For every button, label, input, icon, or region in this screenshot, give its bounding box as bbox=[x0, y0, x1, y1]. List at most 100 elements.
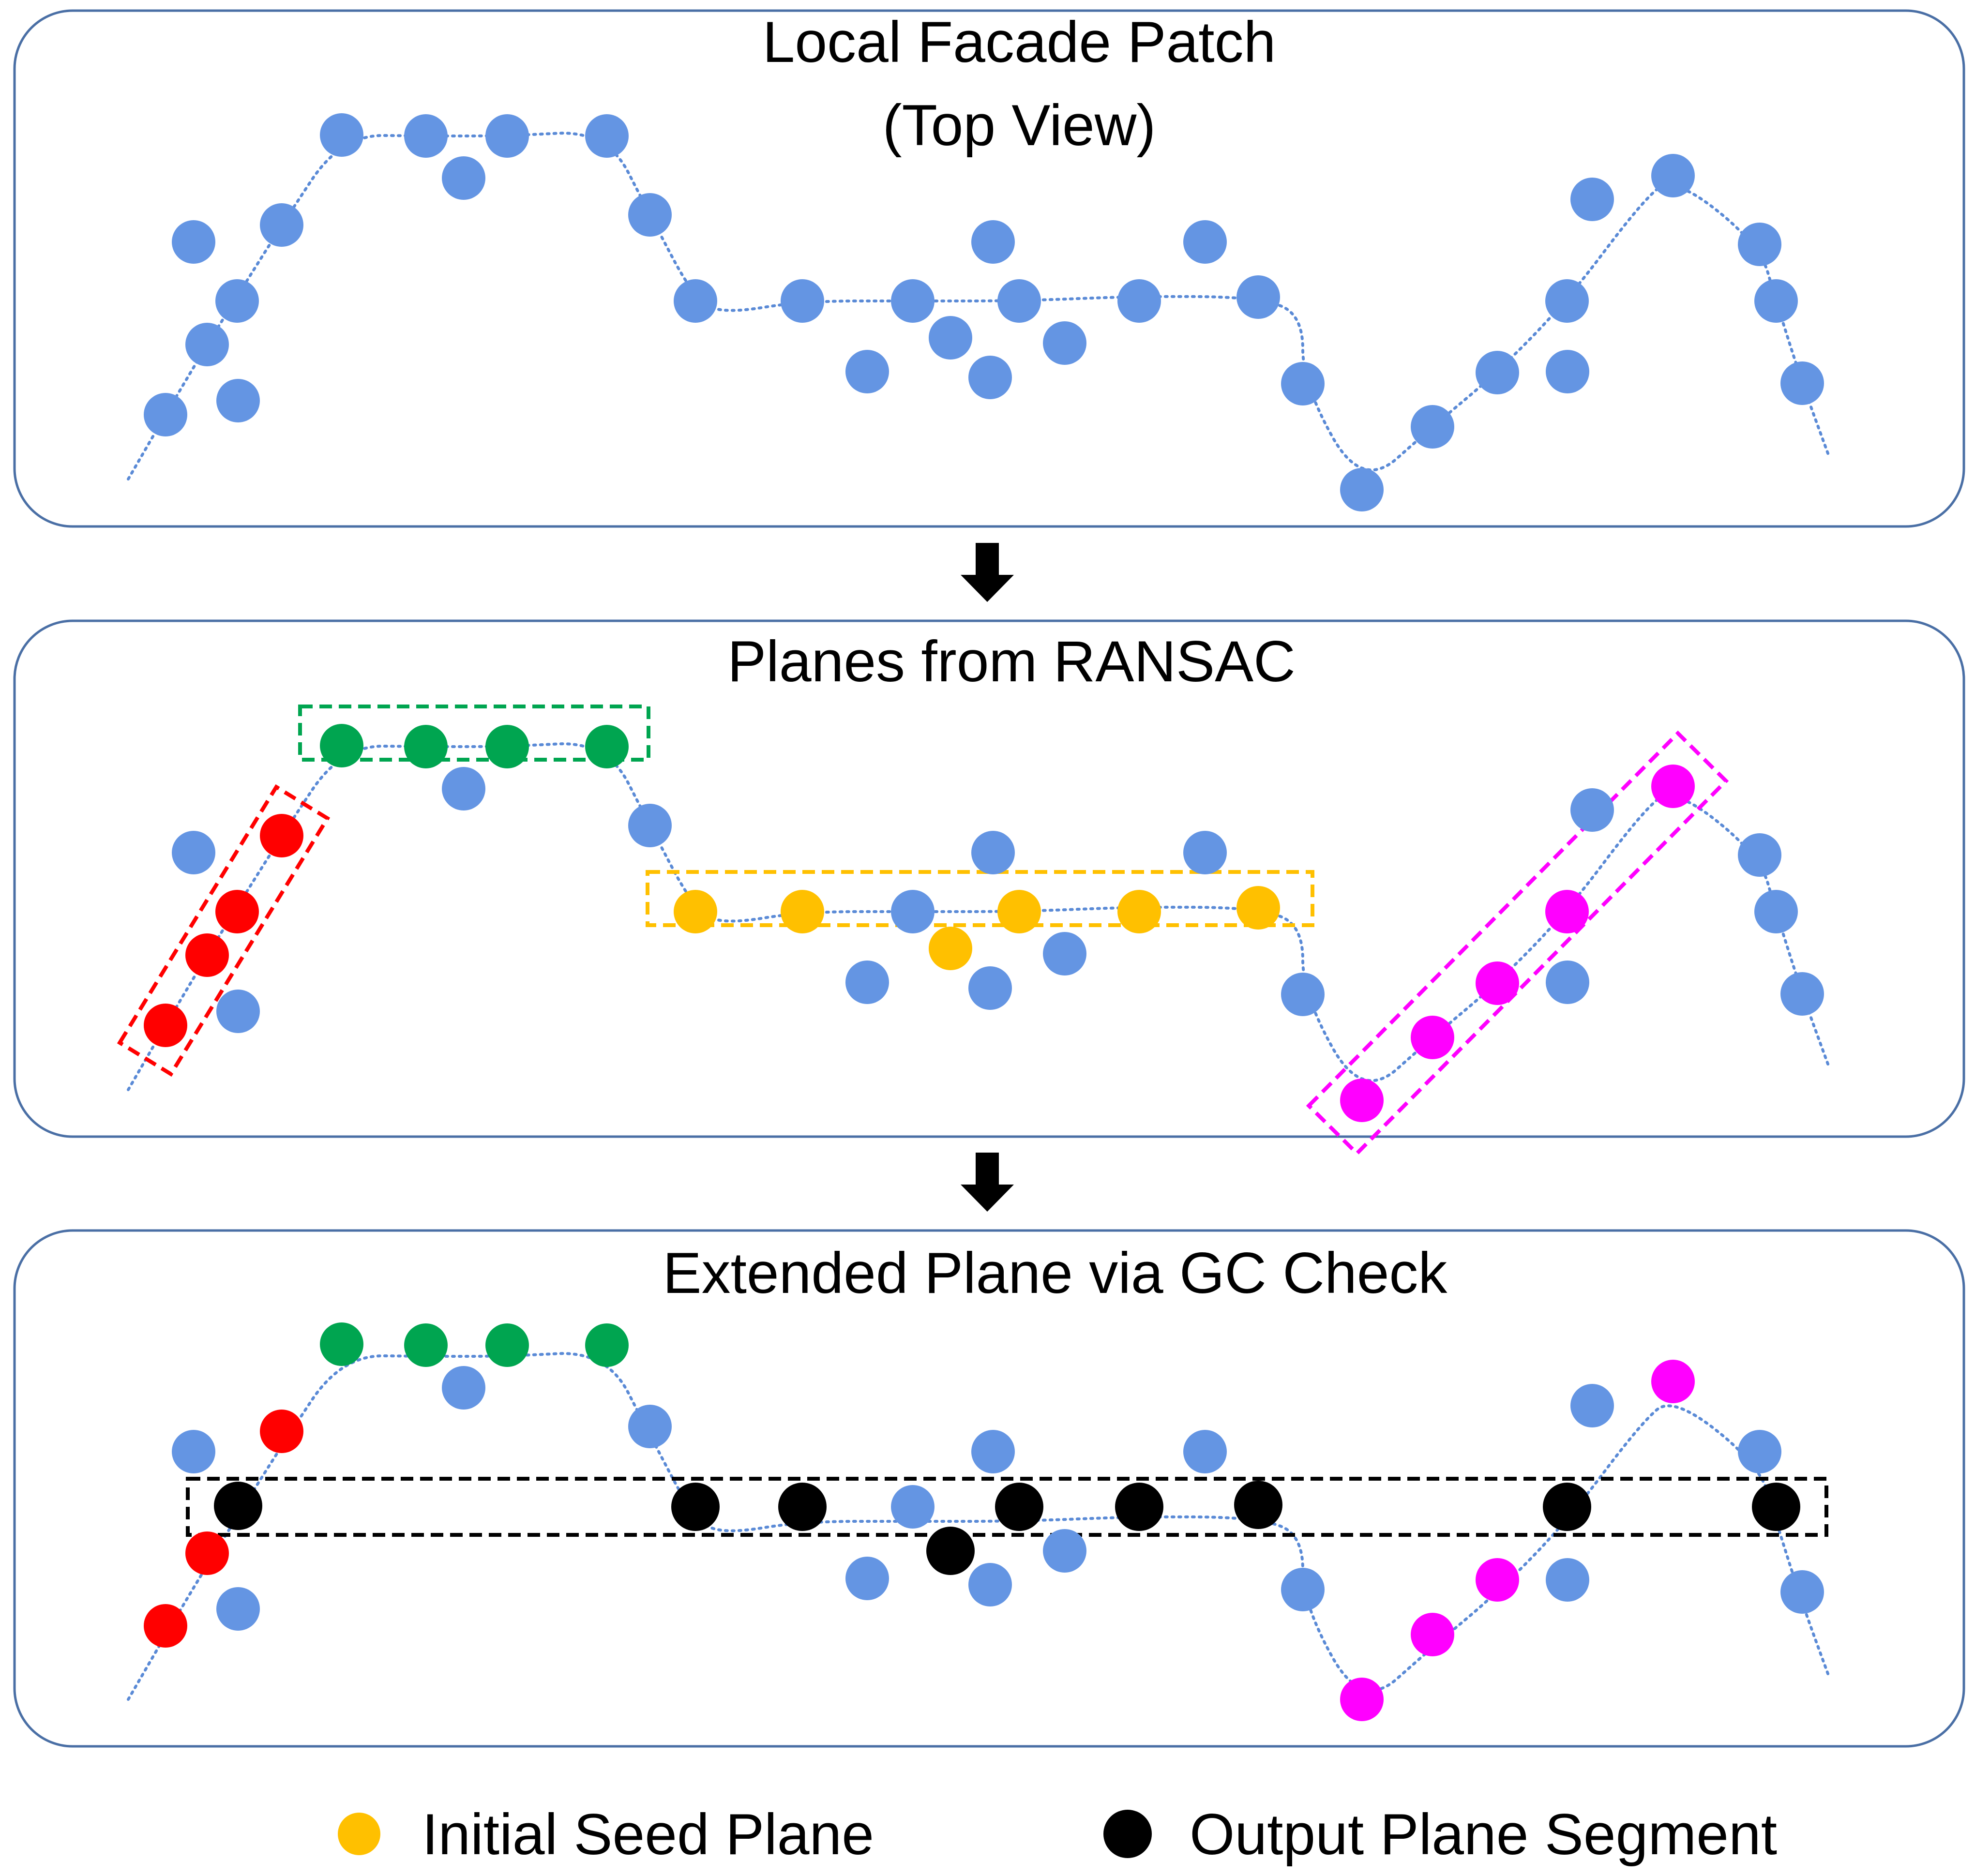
point bbox=[172, 220, 215, 264]
panel-1-points bbox=[144, 113, 1824, 511]
red-plane-point bbox=[215, 890, 259, 933]
point bbox=[1546, 350, 1589, 393]
point bbox=[929, 316, 972, 360]
point bbox=[485, 114, 529, 158]
point bbox=[172, 1430, 215, 1473]
point bbox=[781, 279, 824, 323]
output-plane-point bbox=[1543, 1483, 1591, 1531]
red-plane-point bbox=[144, 1004, 187, 1047]
point bbox=[1411, 405, 1454, 449]
point bbox=[971, 220, 1015, 264]
point bbox=[971, 831, 1015, 874]
point bbox=[144, 393, 187, 436]
point bbox=[1183, 1430, 1227, 1473]
red-plane-box bbox=[117, 784, 331, 1077]
legend-output-swatch bbox=[1103, 1810, 1152, 1858]
point bbox=[891, 890, 935, 933]
output-plane-point bbox=[1234, 1481, 1282, 1529]
magenta-plane-point bbox=[1651, 1360, 1695, 1403]
point bbox=[320, 113, 363, 157]
seed-plane-box bbox=[646, 870, 1314, 927]
facade-curve bbox=[127, 1352, 1831, 1701]
point bbox=[585, 114, 629, 158]
point bbox=[968, 966, 1012, 1010]
green-plane-point bbox=[485, 1323, 529, 1367]
legend-output-label: Output Plane Segment bbox=[1190, 1802, 1777, 1867]
point bbox=[1754, 279, 1798, 323]
point bbox=[1043, 321, 1086, 365]
green-plane-point bbox=[585, 725, 629, 768]
point bbox=[1545, 279, 1589, 323]
point bbox=[260, 203, 303, 247]
point bbox=[968, 1563, 1012, 1606]
seed-plane-point bbox=[781, 890, 824, 933]
panel-3-plane-box bbox=[186, 1477, 1828, 1537]
green-plane-point bbox=[485, 725, 529, 768]
point bbox=[215, 279, 259, 323]
panel-3-frame bbox=[13, 1229, 1965, 1748]
point bbox=[404, 114, 448, 158]
point bbox=[628, 1405, 672, 1448]
output-plane-point bbox=[778, 1483, 827, 1531]
magenta-plane-point bbox=[1340, 1678, 1384, 1721]
output-plane-point bbox=[214, 1482, 262, 1530]
point bbox=[172, 831, 215, 874]
green-plane-point bbox=[320, 724, 363, 767]
point bbox=[216, 1587, 260, 1631]
point bbox=[1780, 972, 1824, 1016]
output-plane-point bbox=[1752, 1483, 1800, 1531]
point bbox=[891, 279, 935, 323]
point bbox=[1780, 1570, 1824, 1614]
legend-seed-swatch bbox=[338, 1813, 380, 1855]
point bbox=[1780, 361, 1824, 405]
point bbox=[1043, 1529, 1086, 1573]
seed-plane-point bbox=[997, 890, 1041, 933]
magenta-plane-point bbox=[1476, 1558, 1519, 1602]
red-plane-point bbox=[185, 1531, 229, 1575]
panel-1: Local Facade Patch (Top View) bbox=[13, 9, 1965, 528]
magenta-plane-point bbox=[1545, 890, 1589, 933]
point bbox=[1651, 154, 1695, 197]
point bbox=[1183, 831, 1227, 874]
point bbox=[1738, 1430, 1781, 1473]
point bbox=[1754, 890, 1798, 933]
point bbox=[891, 1485, 935, 1529]
seed-plane-point bbox=[929, 927, 972, 970]
point bbox=[845, 961, 889, 1004]
seed-plane-point bbox=[1236, 886, 1280, 930]
point bbox=[1117, 279, 1161, 323]
magenta-plane-point bbox=[1476, 961, 1519, 1005]
output-plane-point bbox=[671, 1483, 720, 1531]
green-plane-point bbox=[404, 725, 448, 768]
panel-2-points bbox=[144, 724, 1824, 1122]
green-plane-point bbox=[404, 1323, 448, 1367]
point bbox=[1043, 932, 1086, 976]
red-plane-point bbox=[185, 933, 229, 977]
point bbox=[216, 379, 260, 422]
legend: Initial Seed Plane Output Plane Segment bbox=[338, 1802, 1777, 1867]
point bbox=[674, 279, 717, 323]
panel-2-plane-boxes bbox=[117, 705, 1729, 1156]
point bbox=[1281, 1568, 1325, 1611]
panel-3-title: Extended Plane via GC Check bbox=[663, 1241, 1448, 1306]
down-arrow-1 bbox=[961, 543, 1014, 602]
point bbox=[1236, 275, 1280, 319]
point bbox=[442, 1366, 485, 1410]
point bbox=[1476, 351, 1519, 394]
point bbox=[997, 279, 1041, 323]
output-plane-point bbox=[926, 1527, 975, 1575]
magenta-plane-point bbox=[1340, 1079, 1384, 1122]
green-plane-box bbox=[298, 705, 650, 762]
output-plane-point bbox=[995, 1483, 1043, 1531]
point bbox=[845, 350, 889, 393]
point bbox=[1738, 223, 1781, 266]
point bbox=[1570, 1384, 1614, 1427]
point bbox=[1570, 788, 1614, 832]
point bbox=[845, 1557, 889, 1600]
point bbox=[1340, 468, 1384, 511]
magenta-plane-box bbox=[1306, 730, 1729, 1156]
green-plane-point bbox=[585, 1323, 629, 1367]
output-plane-point bbox=[1115, 1483, 1163, 1531]
point bbox=[1281, 362, 1325, 405]
point bbox=[628, 804, 672, 847]
